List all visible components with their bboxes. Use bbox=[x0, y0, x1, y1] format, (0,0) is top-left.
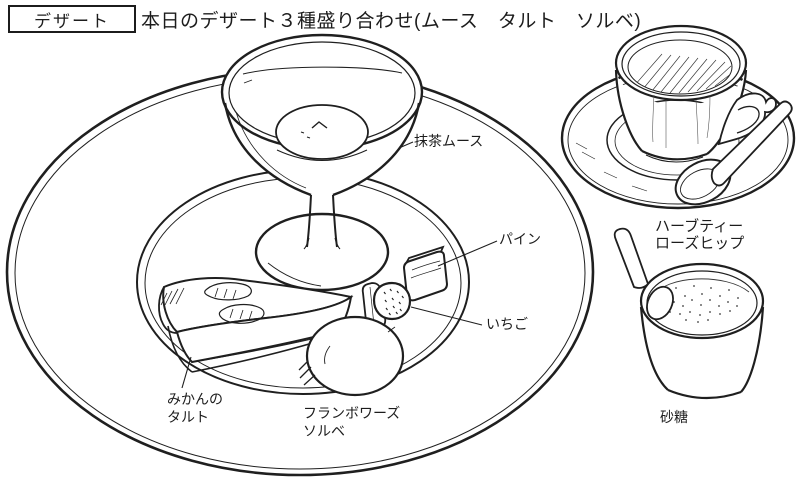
teaspoon bbox=[674, 100, 793, 206]
label-framboise-line2: ソルベ bbox=[303, 423, 345, 439]
matcha-mousse-glass bbox=[220, 33, 424, 292]
strawberry bbox=[372, 281, 412, 321]
label-sugar: 砂糖 bbox=[660, 409, 688, 425]
label-framboise-line1: フランボワーズ bbox=[303, 405, 401, 421]
menu-category-label: デザート bbox=[34, 11, 110, 31]
framboise-sorbet bbox=[298, 315, 405, 397]
leader-pineapple bbox=[437, 240, 498, 267]
leader-matcha-mousse bbox=[398, 141, 414, 149]
tea-surface bbox=[633, 53, 732, 94]
label-herb-tea-line1: ハーブティー bbox=[655, 218, 744, 235]
leader-mikan-tart bbox=[181, 356, 192, 389]
label-mikan-tart: みかんの タルト bbox=[167, 390, 223, 426]
glass-base bbox=[256, 214, 388, 290]
label-herb-tea-line2: ローズヒップ bbox=[655, 235, 745, 252]
label-mikan-tart-line1: みかんの bbox=[167, 391, 223, 407]
matcha-mousse-scoop bbox=[275, 104, 369, 160]
label-herb-tea: ハーブティー ローズヒップ bbox=[655, 218, 744, 252]
teacup bbox=[614, 24, 777, 163]
label-leader-lines bbox=[181, 141, 498, 389]
sugar-spoon bbox=[613, 227, 674, 321]
label-framboise-sorbet: フランボワーズ ソルベ bbox=[303, 404, 400, 440]
label-pineapple: パイン bbox=[499, 231, 541, 247]
menu-title: 本日のデザート３種盛り合わせ(ムース タルト ソルベ) bbox=[141, 11, 642, 32]
leader-strawberry bbox=[410, 306, 483, 326]
menu-category-box: デザート bbox=[8, 5, 136, 33]
label-matcha-mousse: 抹茶ムース bbox=[414, 133, 484, 149]
herb-tea-cup bbox=[560, 24, 796, 210]
sugar-cup bbox=[613, 227, 765, 400]
label-strawberry: いちご bbox=[486, 316, 528, 332]
label-mikan-tart-line2: タルト bbox=[167, 409, 209, 425]
